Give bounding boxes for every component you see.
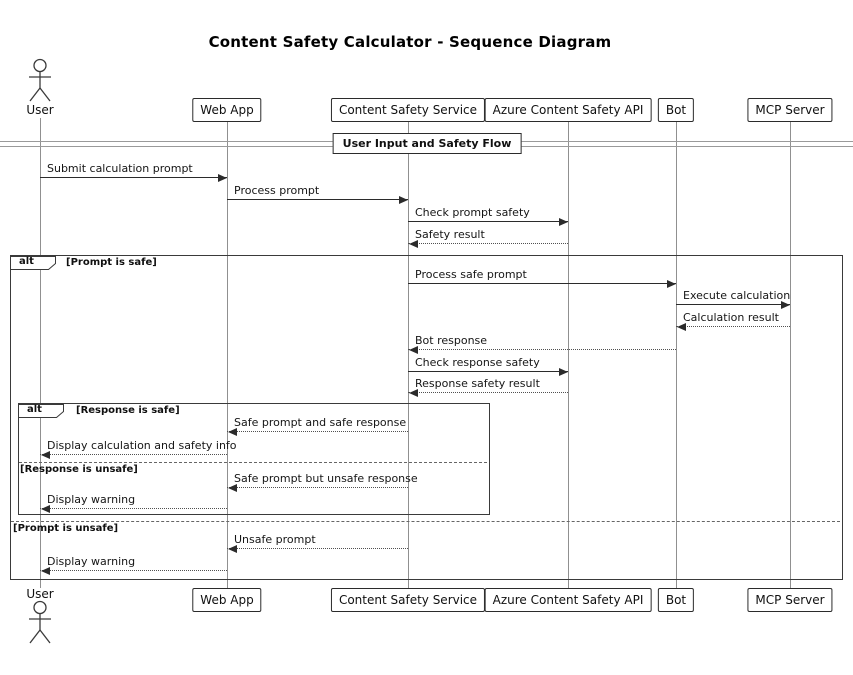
message-line-5: [676, 304, 790, 305]
message-arrowhead-13: [41, 505, 50, 513]
message-line-3: [408, 243, 568, 244]
alt-inner-pentagon-icon: [18, 403, 64, 422]
message-line-9: [408, 392, 568, 393]
actor-bottom-user: User: [26, 588, 54, 646]
message-label-7: Bot response: [415, 334, 488, 347]
participant-bottom-bot: Bot: [657, 588, 695, 612]
message-arrowhead-6: [677, 323, 686, 331]
message-label-12: Safe prompt but unsafe response: [234, 472, 418, 485]
alt-outer-tab-label: alt: [19, 256, 34, 267]
message-arrowhead-14: [228, 545, 237, 553]
lifeline-content-safety-service: [408, 118, 409, 588]
message-label-1: Process prompt: [234, 184, 320, 197]
participant-bottom-azure-content-safety-api: Azure Content Safety API: [484, 588, 652, 612]
message-line-14: [227, 548, 408, 549]
message-label-10: Safe prompt and safe response: [234, 416, 407, 429]
message-arrowhead-11: [41, 451, 50, 459]
participant-top-mcp-server: MCP Server: [747, 98, 833, 122]
diagram-title: Content Safety Calculator - Sequence Dia…: [208, 33, 612, 51]
message-label-2: Check prompt safety: [415, 206, 530, 219]
message-line-6: [676, 326, 790, 327]
alt-outer-condition-0: [Prompt is safe]: [66, 257, 157, 268]
message-arrowhead-9: [409, 389, 418, 397]
message-arrowhead-4: [667, 280, 676, 288]
message-arrowhead-7: [409, 346, 418, 354]
section-divider-label: User Input and Safety Flow: [332, 133, 522, 154]
message-arrowhead-12: [228, 484, 237, 492]
alt-inner-section-divider-1: [19, 462, 487, 463]
participant-top-bot: Bot: [657, 98, 695, 122]
alt-outer-pentagon-icon: [10, 255, 56, 274]
message-label-14: Unsafe prompt: [234, 533, 316, 546]
participant-bottom-content-safety-service: Content Safety Service: [330, 588, 486, 612]
message-label-8: Check response safety: [415, 356, 540, 369]
message-arrowhead-0: [218, 174, 227, 182]
message-label-6: Calculation result: [683, 311, 779, 324]
alt-inner-tab: alt: [18, 403, 64, 418]
message-line-7: [408, 349, 676, 350]
message-label-3: Safety result: [415, 228, 485, 241]
message-line-11: [40, 454, 227, 455]
lifeline-web-app: [227, 118, 228, 588]
participant-top-web-app: Web App: [192, 98, 262, 122]
message-arrowhead-2: [559, 218, 568, 226]
alt-outer-condition-1: [Prompt is unsafe]: [13, 523, 119, 534]
lifeline-bot: [676, 118, 677, 588]
message-label-5: Execute calculation: [683, 289, 791, 302]
alt-inner-condition-1: [Response is unsafe]: [20, 464, 138, 475]
message-line-0: [40, 177, 227, 178]
message-line-4: [408, 283, 676, 284]
message-arrowhead-5: [781, 301, 790, 309]
alt-inner-frame: [18, 403, 490, 515]
message-arrowhead-3: [409, 240, 418, 248]
participant-top-content-safety-service: Content Safety Service: [330, 98, 486, 122]
message-line-1: [227, 199, 408, 200]
stick-figure-icon: [26, 600, 54, 646]
lifeline-user: [40, 118, 41, 588]
alt-outer-frame: [10, 255, 843, 580]
participant-bottom-mcp-server: MCP Server: [747, 588, 833, 612]
message-label-15: Display warning: [47, 555, 136, 568]
message-label-13: Display warning: [47, 493, 136, 506]
message-line-2: [408, 221, 568, 222]
message-label-9: Response safety result: [415, 377, 540, 390]
message-arrowhead-10: [228, 428, 237, 436]
message-arrowhead-15: [41, 567, 50, 575]
lifeline-mcp-server: [790, 118, 791, 588]
participant-top-azure-content-safety-api: Azure Content Safety API: [484, 98, 652, 122]
message-line-15: [40, 570, 227, 571]
message-label-4: Process safe prompt: [415, 268, 527, 281]
message-arrowhead-1: [399, 196, 408, 204]
stick-figure-icon: [26, 58, 54, 104]
message-line-8: [408, 371, 568, 372]
actor-top-user: User: [26, 58, 54, 116]
alt-inner-condition-0: [Response is safe]: [76, 405, 180, 416]
actor-bottom-label-user: User: [26, 587, 54, 601]
actor-top-label-user: User: [26, 103, 54, 117]
message-line-10: [227, 431, 408, 432]
alt-outer-section-divider-1: [11, 521, 840, 522]
alt-inner-tab-label: alt: [27, 404, 42, 415]
lifeline-azure-content-safety-api: [568, 118, 569, 588]
message-label-11: Display calculation and safety info: [47, 439, 237, 452]
message-arrowhead-8: [559, 368, 568, 376]
message-line-12: [227, 487, 408, 488]
message-line-13: [40, 508, 227, 509]
alt-outer-tab: alt: [10, 255, 56, 270]
message-label-0: Submit calculation prompt: [47, 162, 193, 175]
participant-bottom-web-app: Web App: [192, 588, 262, 612]
